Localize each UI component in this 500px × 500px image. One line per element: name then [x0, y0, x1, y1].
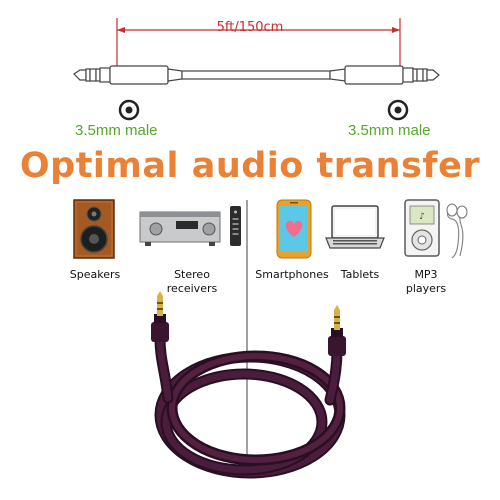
- dimension-line: [116, 18, 401, 72]
- device-label-stereo-receivers: Stereo receivers: [166, 268, 218, 295]
- cable-length-label: 5ft/150cm: [216, 20, 284, 35]
- device-icons: ♪: [73, 199, 468, 259]
- stereo-receiver-icon: [139, 206, 241, 246]
- jack-symbol-right-icon: [387, 99, 409, 121]
- vertical-divider: [246, 200, 248, 470]
- device-label-speakers: Speakers: [69, 268, 121, 281]
- speaker-icon: [73, 199, 115, 259]
- cable-dimension-diagram: [73, 18, 440, 121]
- smartphone-icon: [276, 199, 312, 259]
- headline: Optimal audio transfer: [19, 146, 481, 186]
- device-label-smartphones: Smartphones: [255, 268, 329, 281]
- coiled-cable-image: [151, 291, 346, 479]
- jack-symbol-left-icon: [118, 99, 140, 121]
- device-label-mp3-players: MP3 players: [405, 268, 447, 295]
- left-connector-label: 3.5mm male: [75, 122, 158, 139]
- right-plug: [328, 305, 346, 356]
- laptop-icon: [325, 205, 385, 249]
- left-plug: [151, 291, 169, 342]
- cable-outline-drawing: [73, 65, 440, 85]
- svg-text:♪: ♪: [419, 212, 425, 222]
- right-connector-label: 3.5mm male: [348, 122, 431, 139]
- device-label-tablets: Tablets: [340, 268, 380, 281]
- mp3-player-icon: ♪: [404, 199, 468, 259]
